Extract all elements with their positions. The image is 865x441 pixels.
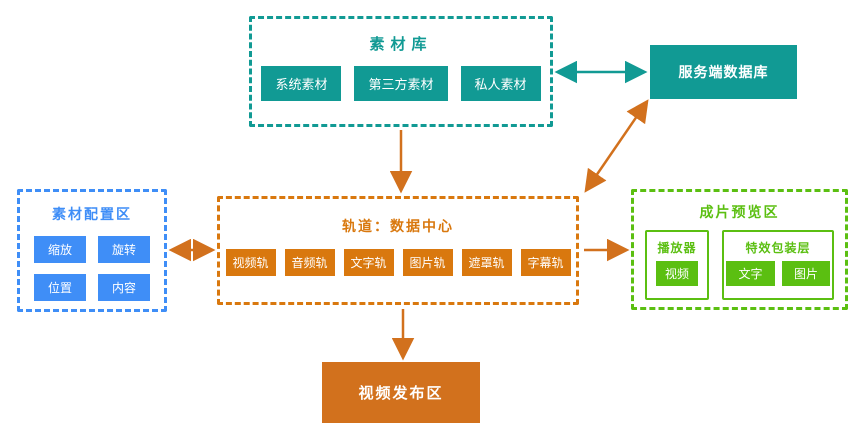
node-video-track: 视频轨 xyxy=(225,249,276,276)
tracks-data-center-group: 轨道：数据中心 视频轨 音频轨 文字轨 图片轨 遮罩轨 字幕轨 xyxy=(217,196,579,305)
player-subgroup: 播放器 视频 xyxy=(645,230,709,300)
node-server-database: 服务端数据库 xyxy=(650,45,797,99)
node-text: 文字 xyxy=(726,261,775,286)
node-mask-track: 遮罩轨 xyxy=(461,249,512,276)
material-config-group: 素材配置区 缩放 旋转 位置 内容 xyxy=(17,189,167,312)
node-system-assets: 系统素材 xyxy=(261,66,342,101)
effects-title: 特效包装层 xyxy=(745,241,811,255)
material-library-title: 素材库 xyxy=(369,36,433,53)
tracks-data-center-title: 轨道：数据中心 xyxy=(342,218,454,234)
arrow-db-tracks-bidirectional xyxy=(584,99,649,193)
node-scale: 缩放 xyxy=(34,236,86,263)
material-library-group: 素材库 系统素材 第三方素材 私人素材 xyxy=(249,16,553,127)
node-text-track: 文字轨 xyxy=(343,249,394,276)
node-audio-track: 音频轨 xyxy=(284,249,335,276)
node-image-track: 图片轨 xyxy=(402,249,453,276)
preview-title: 成片预览区 xyxy=(699,204,780,220)
node-video: 视频 xyxy=(656,261,698,286)
node-video-publish-area: 视频发布区 xyxy=(322,362,480,423)
node-subtitle-track: 字幕轨 xyxy=(520,249,571,276)
node-content: 内容 xyxy=(98,274,150,301)
node-position: 位置 xyxy=(34,274,86,301)
node-third-party-assets: 第三方素材 xyxy=(354,66,448,101)
material-config-title: 素材配置区 xyxy=(52,206,132,222)
node-private-assets: 私人素材 xyxy=(460,66,541,101)
node-image: 图片 xyxy=(782,261,830,286)
preview-group: 成片预览区 播放器 视频 特效包装层 文字 图片 xyxy=(631,189,848,310)
player-title: 播放器 xyxy=(657,241,697,255)
effects-subgroup: 特效包装层 文字 图片 xyxy=(722,230,834,300)
node-rotate: 旋转 xyxy=(98,236,150,263)
